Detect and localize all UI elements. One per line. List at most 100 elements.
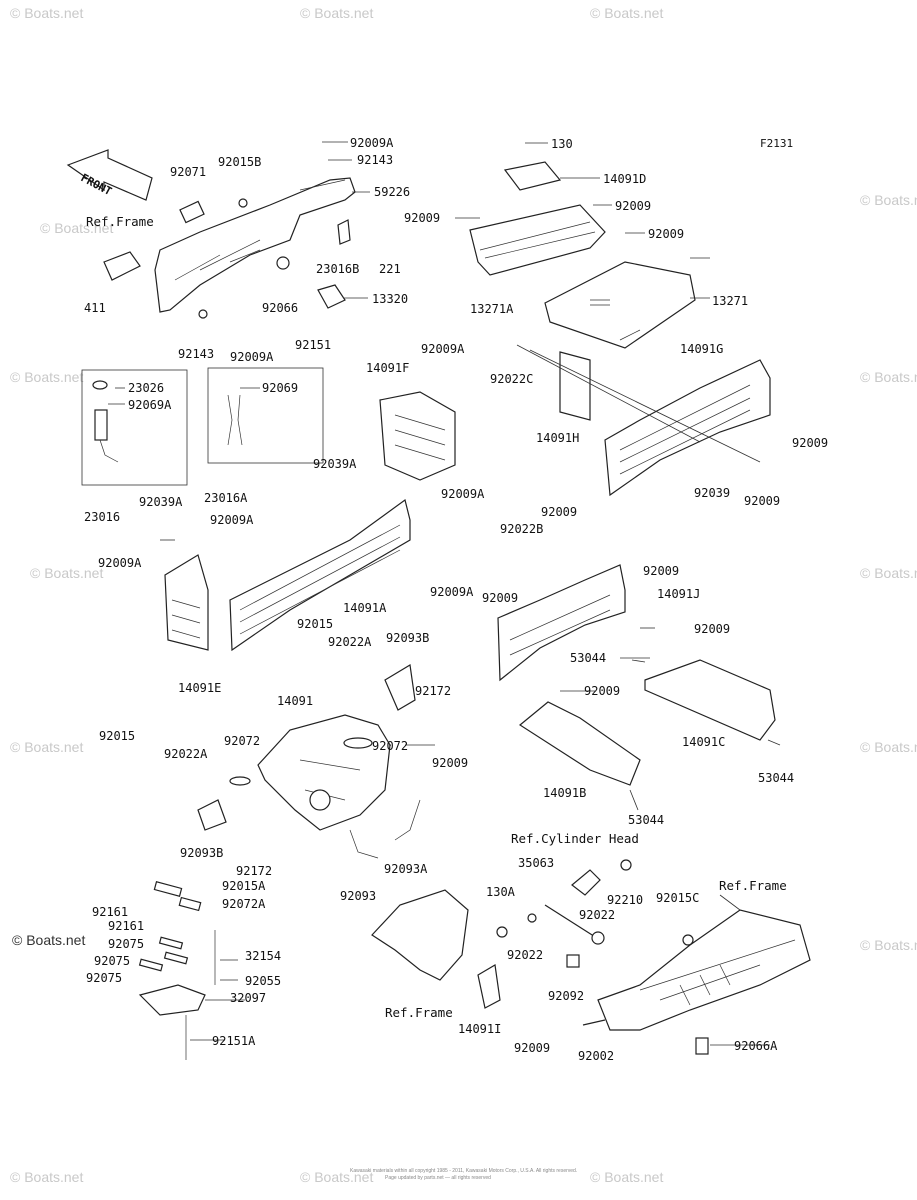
part-label: 92009 — [648, 227, 684, 241]
watermark: © Boats.net — [590, 1169, 663, 1185]
part-label: 92039A — [313, 457, 357, 471]
copyright-line: Kawasaki materials within all copyright … — [350, 1168, 577, 1174]
part-label: 92161 — [92, 905, 128, 919]
part-label: 92009A — [421, 342, 465, 356]
part-label: 92009 — [744, 494, 780, 508]
watermark: © Boats.net — [300, 1169, 373, 1185]
part-label: 92009A — [441, 487, 485, 501]
bolt-92015b — [238, 198, 248, 208]
part-label: 92022A — [328, 635, 372, 649]
part-label: 92009 — [792, 436, 828, 450]
box-23016 — [81, 369, 188, 486]
frame-center — [371, 889, 469, 981]
part-label: 92015A — [222, 879, 266, 893]
part-label: 92015C — [656, 891, 699, 905]
part-label: 13320 — [372, 292, 408, 306]
part-label: 92069A — [128, 398, 172, 412]
part-label: 14091 — [277, 694, 313, 708]
ref-frame-label: Ref.Frame — [86, 214, 154, 229]
watermark: © Boats.net — [10, 5, 83, 21]
part-label: 92015B — [218, 155, 261, 169]
part-label: 130 — [551, 137, 573, 151]
dash-panel-59226 — [154, 177, 356, 313]
plate-13271a — [469, 204, 606, 276]
part-label: 14091H — [536, 431, 579, 445]
part-label: 92055 — [245, 974, 281, 988]
part-label: 92069 — [262, 381, 298, 395]
switch-13320 — [317, 284, 346, 309]
part-label: 92015 — [297, 617, 333, 631]
clamp-23016b — [337, 219, 351, 245]
part-label: 92075 — [86, 971, 122, 985]
part-label: 92022 — [507, 948, 543, 962]
rail-14091a — [229, 498, 411, 652]
part-label: 53044 — [628, 813, 664, 827]
part-label: 53044 — [570, 651, 606, 665]
watermark: © Boats.net — [10, 739, 83, 755]
watermark: © Boats.net — [860, 192, 917, 208]
part-label: 92093B — [180, 846, 223, 860]
part-label: 92009 — [584, 684, 620, 698]
part-label: 92022B — [500, 522, 543, 536]
bracket-14091i — [477, 964, 501, 1009]
part-label: 92072 — [224, 734, 260, 748]
watermark: © Boats.net — [40, 220, 113, 236]
part-label: 92172 — [236, 864, 272, 878]
copyright-line: Page updated by parts.net — all rights r… — [385, 1175, 491, 1181]
clamp-92072-left — [229, 776, 251, 786]
bracket-35063 — [571, 869, 601, 896]
bracket-92093b — [384, 664, 416, 711]
pedal-base-32097 — [138, 984, 206, 1016]
grommet-92066 — [276, 256, 290, 270]
part-label: 14091C — [682, 735, 725, 749]
part-label: 14091G — [680, 342, 723, 356]
part-label: 23016A — [204, 491, 248, 505]
panel-14091h — [559, 351, 591, 421]
part-label: 92093 — [340, 889, 376, 903]
part-shapes — [81, 161, 811, 1060]
part-label: 59226 — [374, 185, 410, 199]
part-label: 92039A — [139, 495, 183, 509]
part-label: 92009 — [694, 622, 730, 636]
part-label: 14091F — [366, 361, 409, 375]
watermark: © Boats.net — [10, 1169, 83, 1185]
part-label: 92015 — [99, 729, 135, 743]
part-label: 92009A — [430, 585, 474, 599]
watermark: © Boats.net — [860, 565, 917, 581]
plate-13271 — [544, 261, 696, 349]
part-label: 14091E — [178, 681, 221, 695]
panel-14091f — [379, 391, 456, 481]
collar-92092 — [566, 954, 580, 968]
cap-92066a — [695, 1037, 709, 1055]
part-label: 92093A — [384, 862, 428, 876]
part-label: 92039 — [694, 486, 730, 500]
part-label: 32097 — [230, 991, 266, 1005]
watermark: © Boats.net — [30, 565, 103, 581]
part-label: 14091D — [603, 172, 646, 186]
plate-14091c — [644, 659, 776, 741]
watermark: © Boats.net — [860, 937, 917, 953]
rail-14091j — [497, 564, 626, 682]
part-label: 92143 — [357, 153, 393, 167]
watermarks: © Boats.net © Boats.net © Boats.net © Bo… — [10, 5, 917, 1185]
part-label: 92009A — [230, 350, 274, 364]
part-label: 53044 — [758, 771, 794, 785]
part-label: 92009A — [98, 556, 142, 570]
part-label: 14091B — [543, 786, 586, 800]
shaft — [544, 904, 601, 941]
part-label: 14091J — [657, 587, 700, 601]
part-label: 92002 — [578, 1049, 614, 1063]
part-label: 92022A — [164, 747, 208, 761]
panel-14091e — [164, 554, 209, 651]
box-23016a — [207, 367, 324, 464]
part-label: 92071 — [170, 165, 206, 179]
part-label: 23026 — [128, 381, 164, 395]
part-label: 92066 — [262, 301, 298, 315]
rail-14091g — [604, 359, 771, 497]
cover-14091d — [503, 161, 562, 191]
part-label: 92092 — [548, 989, 584, 1003]
plate-14091b — [518, 701, 641, 786]
part-label: 92009 — [615, 199, 651, 213]
part-label: 92075 — [108, 937, 144, 951]
